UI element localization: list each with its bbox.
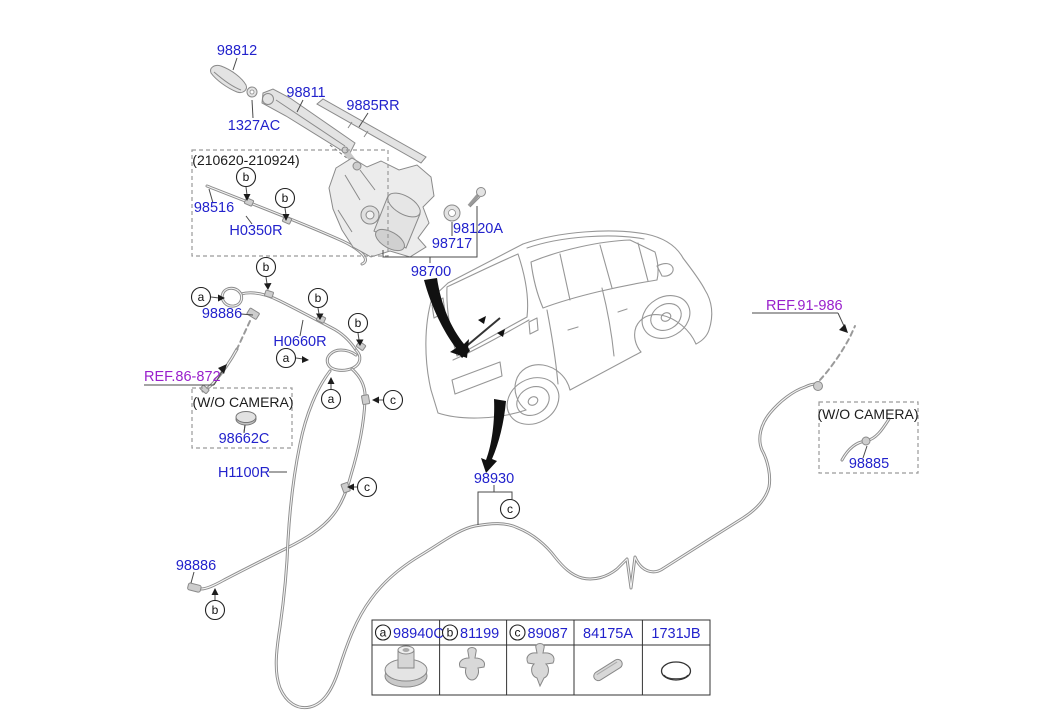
callouts: b b b a b b a a c c b c	[190, 166, 521, 621]
callout-c	[356, 476, 378, 498]
wiper-cap-98812	[210, 65, 247, 93]
connector-98886-upper	[246, 307, 260, 320]
callout-a	[275, 347, 297, 369]
parts-legend-table: a 98940C b 81199 c 89087 84175A 1731JB	[371, 619, 711, 696]
washer-hose-network	[199, 184, 891, 710]
table-callout-a	[374, 624, 392, 641]
part-label-98886-upper: 98886	[202, 306, 242, 322]
svg-text:a: a	[198, 290, 205, 304]
hose-dashed-segment	[236, 320, 251, 350]
callout-c	[499, 498, 521, 520]
date-range-box	[191, 149, 389, 257]
callout-letter: b	[243, 170, 250, 184]
spray-arrow-icon	[497, 329, 505, 337]
wiper-blade-9885rr	[316, 98, 427, 164]
svg-text:c: c	[515, 626, 521, 640]
part-label-98812: 98812	[217, 43, 257, 59]
grommet-washer-icon	[384, 645, 428, 688]
front-wheel	[641, 295, 691, 339]
table-callout-b	[441, 624, 459, 641]
callout-b	[204, 599, 226, 621]
part-label-98662c: 98662C	[219, 431, 270, 447]
table-part-no: 1731JB	[651, 626, 700, 642]
part-label-h0660r: H0660R	[273, 334, 326, 350]
part-label-h0350r: H0350R	[229, 223, 282, 239]
svg-text:c: c	[507, 502, 513, 516]
table-callout-c	[509, 624, 526, 641]
wo-camera-label-right: (W/O CAMERA)	[817, 406, 918, 422]
callout-b	[255, 256, 277, 278]
part-label-1327ac: 1327AC	[228, 118, 280, 134]
vehicle-illustration	[425, 230, 713, 425]
svg-text:a: a	[328, 392, 335, 406]
ref-label-86-872: REF.86-872	[144, 369, 221, 385]
callout-a	[320, 388, 342, 410]
svg-text:a: a	[380, 626, 387, 640]
part-label-h1100r: H1100R	[218, 465, 270, 481]
rear-wheel	[506, 377, 560, 425]
svg-text:b: b	[447, 626, 454, 640]
wo-camera-label-left: (W/O CAMERA)	[192, 394, 293, 410]
callout-b	[347, 312, 369, 334]
hose-clip-icon	[526, 643, 555, 688]
trim-clip-icon	[459, 647, 485, 681]
locator-arrow-98930	[481, 399, 506, 473]
svg-text:a: a	[283, 351, 290, 365]
part-label-98886-lower: 98886	[176, 558, 216, 574]
callout-b	[235, 166, 257, 188]
svg-text:b: b	[315, 291, 322, 305]
svg-text:b: b	[282, 191, 289, 205]
svg-text:b: b	[212, 603, 219, 617]
callout-a	[190, 286, 212, 308]
part-label-98811: 98811	[286, 85, 325, 101]
table-part-no: 81199	[460, 626, 499, 642]
hose-clip	[361, 394, 371, 405]
wo-camera-box-left	[191, 387, 293, 449]
hose-clip	[243, 197, 255, 207]
hose-dashed-top-right	[819, 325, 856, 381]
o-ring-icon	[660, 661, 692, 681]
part-label-98516: 98516	[194, 200, 234, 216]
ref-label-91-986: REF.91-986	[766, 298, 843, 314]
svg-text:b: b	[263, 260, 270, 274]
table-part-no: 89087	[528, 626, 568, 642]
bolt-98120a	[467, 192, 481, 208]
callout-c	[382, 389, 404, 411]
svg-text:b: b	[355, 316, 362, 330]
part-label-98717: 98717	[432, 236, 472, 252]
part-label-9885rr: 9885RR	[346, 98, 399, 114]
locator-arrow-98700	[424, 278, 469, 358]
svg-text:c: c	[364, 480, 370, 494]
hose-bead	[861, 436, 871, 446]
wo-camera-box-right	[818, 401, 919, 474]
part-label-98885: 98885	[849, 456, 889, 472]
callout-b	[274, 187, 296, 209]
callout-b	[307, 287, 329, 309]
part-labels: 98812 1327AC 98811 9885RR (210620-210924…	[144, 43, 919, 574]
svg-text:c: c	[390, 393, 396, 407]
date-range-label: (210620-210924)	[192, 152, 299, 168]
connector-98886-lower	[187, 582, 202, 593]
leader-lines	[144, 57, 868, 584]
table-part-no: 84175A	[583, 626, 633, 642]
table-part-no: 98940C	[393, 626, 444, 642]
hose-bead	[813, 381, 823, 391]
wiper-parts	[210, 65, 486, 258]
hose-clip	[264, 289, 274, 299]
part-label-98700: 98700	[411, 264, 451, 280]
part-label-98930: 98930	[474, 471, 514, 487]
part-label-98120a: 98120A	[453, 221, 503, 237]
rear-wiper-on-glass	[462, 317, 501, 350]
spray-arrow-icon	[478, 316, 486, 324]
pad-pin-icon	[593, 658, 623, 682]
